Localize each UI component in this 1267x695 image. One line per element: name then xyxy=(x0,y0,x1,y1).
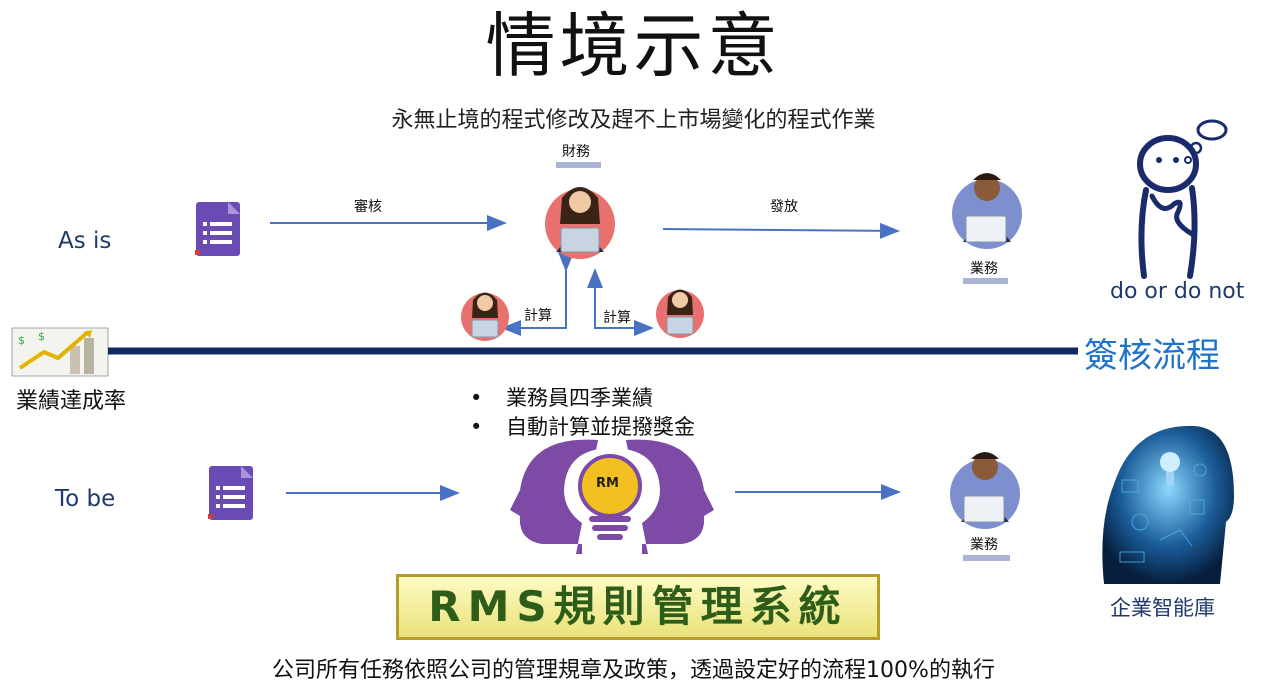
calc-right-arrow xyxy=(587,268,654,336)
footer-text: 公司所有任務依照公司的管理規章及政策，透過設定好的流程100%的執行 xyxy=(272,658,995,683)
page-title: 情境示意 xyxy=(485,5,782,87)
staff-avatar-left xyxy=(461,292,509,341)
knowledge-head-icon xyxy=(1102,425,1234,584)
calc-left-arrow xyxy=(501,252,574,336)
to-be-label: To be xyxy=(55,486,116,512)
sales-tag xyxy=(963,278,1008,284)
sales-avatar-to-be xyxy=(950,452,1020,529)
svg-text:$: $ xyxy=(38,330,45,343)
sales-avatar-as-is xyxy=(952,173,1022,249)
thinking-figure-icon xyxy=(1137,119,1228,279)
do-or-not-label: do or do not xyxy=(1110,279,1245,304)
rms-system-banner: RMS規則管理系統 xyxy=(396,574,880,640)
rm-brain-icon xyxy=(510,439,714,554)
list-item: 業務員四季業績 xyxy=(470,384,695,413)
knowledge-base-label: 企業智能庫 xyxy=(1110,596,1215,620)
review-label: 審核 xyxy=(354,199,382,215)
form-icon xyxy=(208,466,253,520)
signoff-process-label: 簽核流程 xyxy=(1084,336,1220,376)
issue-label: 發放 xyxy=(770,199,798,215)
as-is-label: As is xyxy=(58,228,112,254)
rm-badge: RM xyxy=(596,476,619,491)
sales-label: 業務 xyxy=(970,537,998,553)
feature-list: 業務員四季業績 自動計算並提撥獎金 xyxy=(470,384,695,442)
finance-avatar xyxy=(545,187,615,259)
calc-left-label: 計算 xyxy=(524,308,552,324)
page-subtitle: 永無止境的程式修改及趕不上市場變化的程式作業 xyxy=(391,108,876,133)
performance-label: 業績達成率 xyxy=(16,389,127,414)
list-item: 自動計算並提撥獎金 xyxy=(470,413,695,442)
form-icon xyxy=(195,202,240,256)
svg-text:$: $ xyxy=(18,334,25,347)
sales-tag xyxy=(963,555,1010,561)
staff-avatar-right xyxy=(656,289,704,338)
finance-tag xyxy=(556,162,601,168)
sales-label: 業務 xyxy=(970,261,998,277)
finance-label: 財務 xyxy=(562,144,590,160)
issue-arrow xyxy=(662,222,900,239)
performance-chart-icon: $ $ xyxy=(11,327,109,377)
calc-right-label: 計算 xyxy=(603,310,631,326)
